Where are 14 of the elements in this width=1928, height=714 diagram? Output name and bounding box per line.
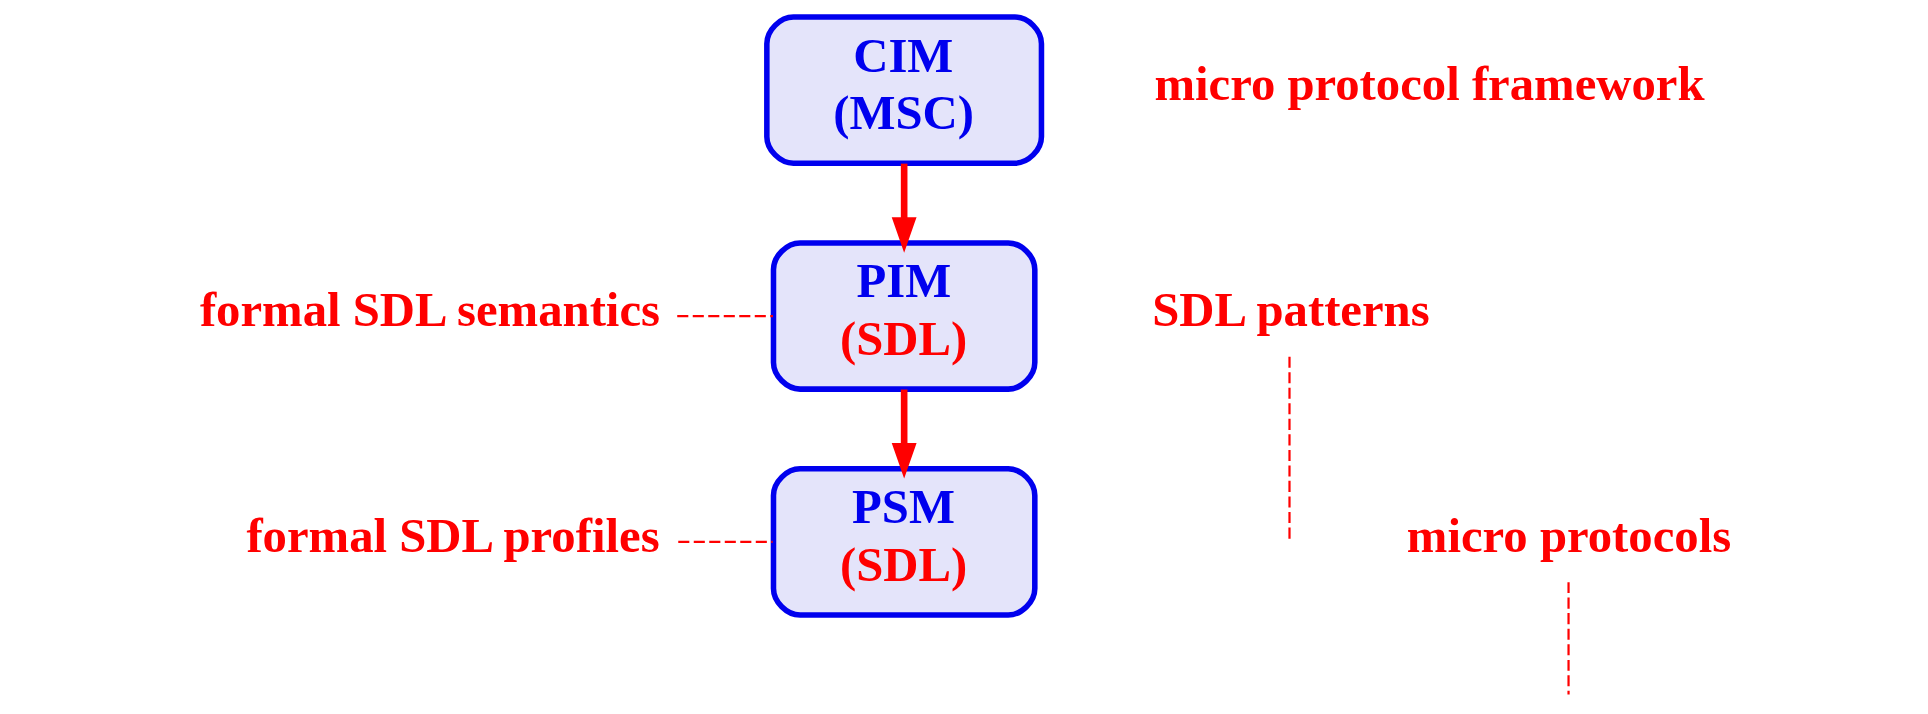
connector: [676, 314, 773, 318]
connector: [1566, 582, 1570, 695]
label: micro protocol framework: [1153, 57, 1705, 112]
node-text: formal SDL profiles: [245, 509, 660, 564]
arrow: [891, 163, 917, 253]
node-box: PIM (SDL): [770, 240, 1038, 392]
arrow: [891, 389, 917, 479]
node-text: SDL patterns: [1151, 283, 1430, 338]
connector: [677, 540, 773, 544]
node-box: PSM (SDL): [770, 466, 1038, 618]
connector: [1287, 356, 1291, 540]
node-text: formal SDL semantics: [199, 283, 660, 338]
node-text: micro protocols: [1406, 509, 1731, 564]
node-box: CIM (MSC): [763, 14, 1044, 166]
